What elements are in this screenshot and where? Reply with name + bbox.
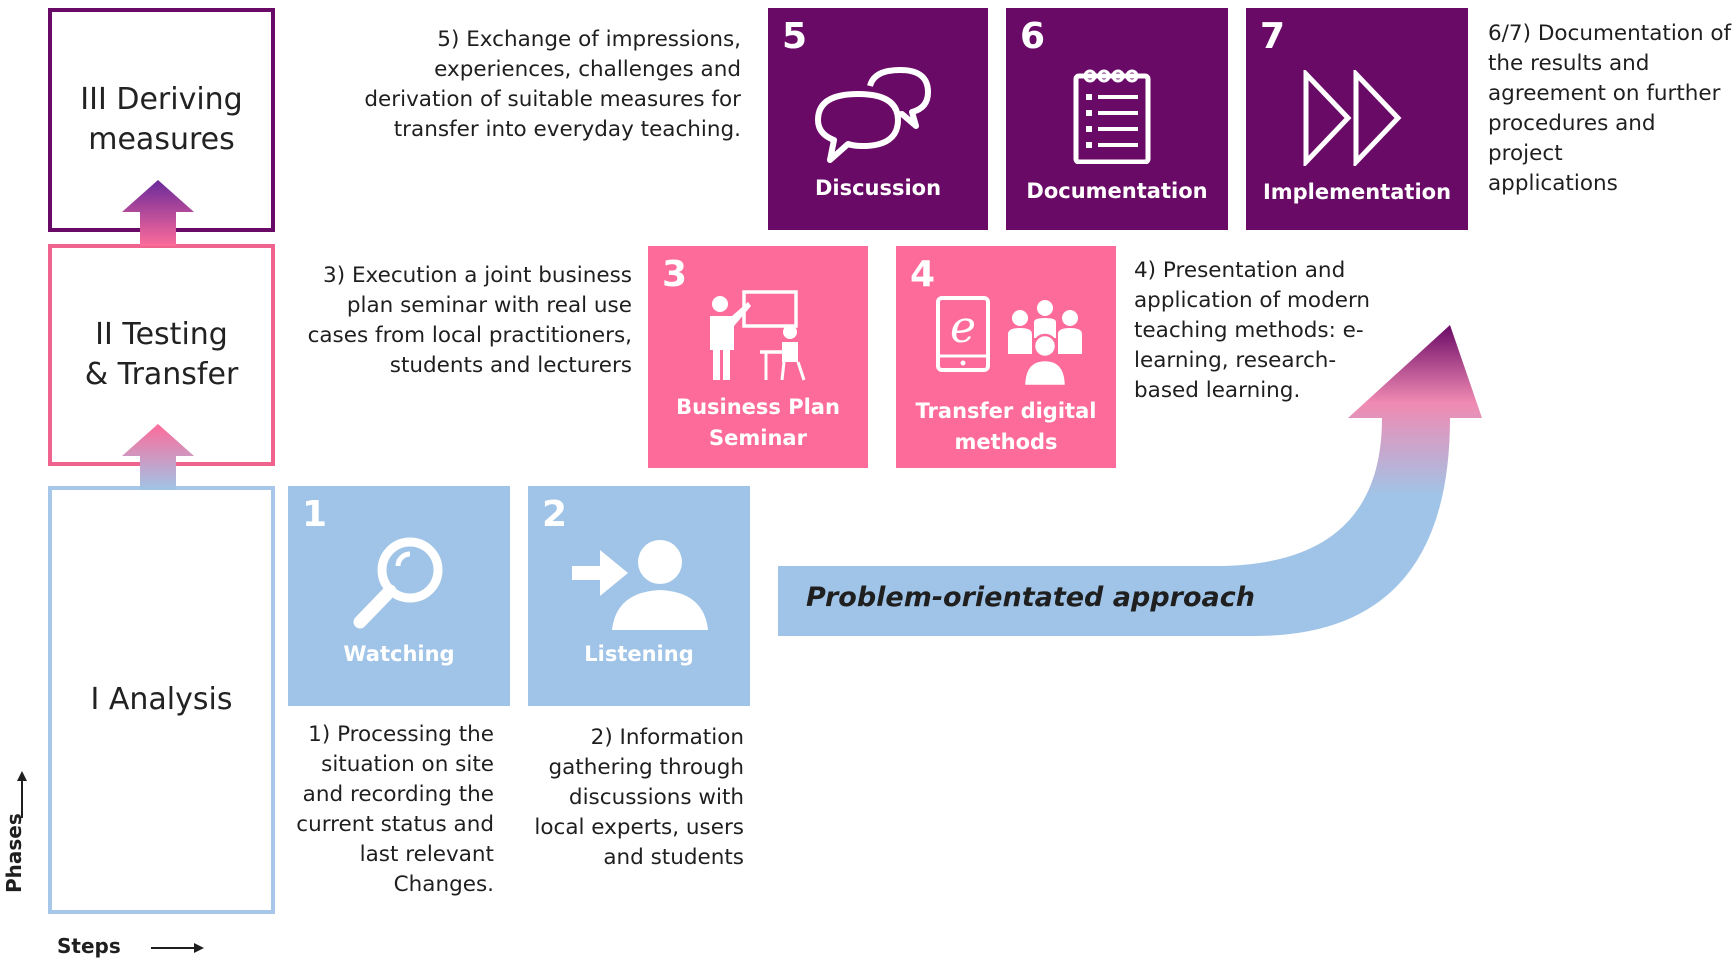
steps-axis-label: Steps bbox=[57, 934, 121, 958]
approach-label: Problem-orientated approach bbox=[806, 582, 1255, 613]
phases-axis-label: Phases bbox=[2, 813, 26, 893]
step-label: Documentation bbox=[1026, 179, 1208, 203]
step-number: 7 bbox=[1260, 16, 1286, 57]
step-1-watching: 1 Watching bbox=[288, 486, 510, 706]
step-label: Watching bbox=[343, 642, 455, 666]
description-step-6-7: 6/7) Documentation of the results and ag… bbox=[1488, 21, 1732, 196]
phase-up-arrow-icon bbox=[122, 180, 194, 246]
phase-testing-transfer: II Testing & Transfer bbox=[48, 244, 275, 466]
speech-bubbles-icon bbox=[815, 67, 931, 163]
step-2-listening: 2 Listening bbox=[528, 486, 750, 706]
step-label: Implementation bbox=[1262, 180, 1452, 204]
step-label: Listening bbox=[584, 642, 694, 666]
teacher-board-icon bbox=[710, 290, 806, 381]
person-arrow-icon bbox=[572, 540, 708, 630]
step-4-transfer-digital-methods: 4 e Transfer digital methods bbox=[896, 246, 1116, 468]
step-number: 6 bbox=[1020, 16, 1046, 57]
step-number: 3 bbox=[662, 254, 688, 295]
step-7-implementation: 7 Implementation bbox=[1246, 8, 1468, 230]
step-5-discussion: 5 Discussion bbox=[768, 8, 988, 230]
step-number: 1 bbox=[302, 494, 328, 535]
description-step-3: 3) Execution a joint business plan semin… bbox=[307, 263, 632, 378]
step-label: Discussion bbox=[814, 176, 942, 200]
phase-analysis: I Analysis bbox=[48, 486, 275, 914]
elearning-group-icon: e bbox=[936, 296, 1082, 386]
notepad-icon bbox=[1073, 69, 1151, 164]
svg-text:e: e bbox=[950, 302, 976, 353]
step-number: 4 bbox=[910, 254, 936, 295]
step-number: 2 bbox=[542, 494, 568, 535]
description-step-2: 2) Information gathering through discuss… bbox=[534, 725, 744, 870]
steps-arrow-icon bbox=[151, 943, 204, 953]
phases-arrow-icon bbox=[17, 771, 27, 818]
step-6-documentation: 6 Documentation bbox=[1006, 8, 1228, 230]
step-number: 5 bbox=[782, 16, 808, 57]
description-step-5: 5) Exchange of impressions, experiences,… bbox=[364, 27, 741, 142]
approach-curved-arrow-icon bbox=[778, 325, 1482, 636]
phase-up-arrow-icon bbox=[122, 424, 194, 490]
description-step-4: 4) Presentation and application of moder… bbox=[1134, 258, 1371, 403]
step-label: Business Plan Seminar bbox=[676, 395, 840, 450]
description-step-1: 1) Processing the situation on site and … bbox=[296, 722, 494, 897]
step-3-business-plan-seminar: 3 Business Plan Seminar bbox=[648, 246, 868, 468]
fast-forward-icon bbox=[1303, 70, 1402, 166]
magnifier-icon bbox=[353, 537, 443, 629]
step-label: Transfer digital methods bbox=[915, 399, 1097, 454]
